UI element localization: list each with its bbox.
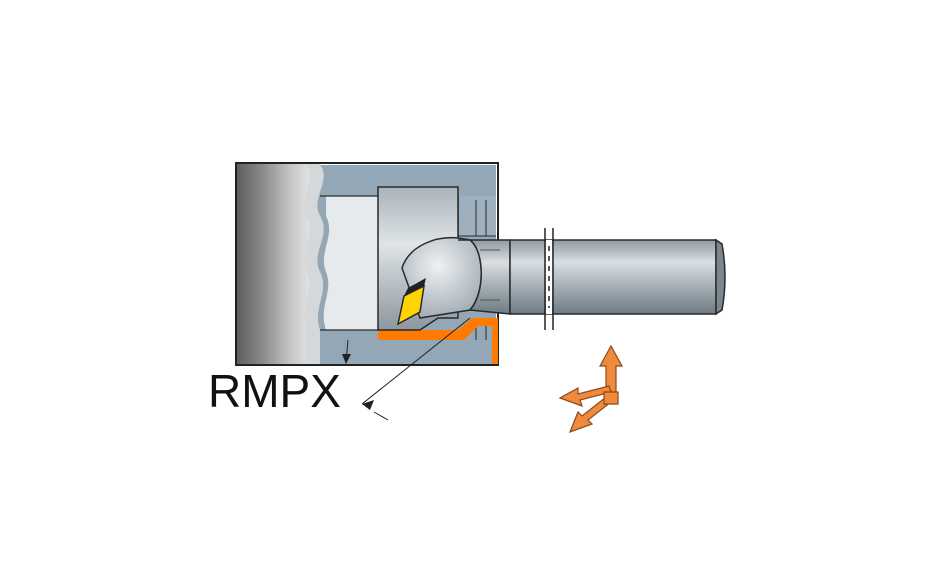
tool-shank [509, 228, 726, 330]
workpiece-section [237, 164, 310, 364]
tool-holder [377, 186, 511, 331]
label-leader [342, 317, 471, 421]
feed-direction-arrows-icon [558, 344, 624, 434]
workpiece-break-edge [303, 164, 324, 364]
machined-surface [378, 318, 498, 364]
cutting-insert [396, 278, 426, 326]
insert-code-label: RMPX [208, 365, 341, 417]
